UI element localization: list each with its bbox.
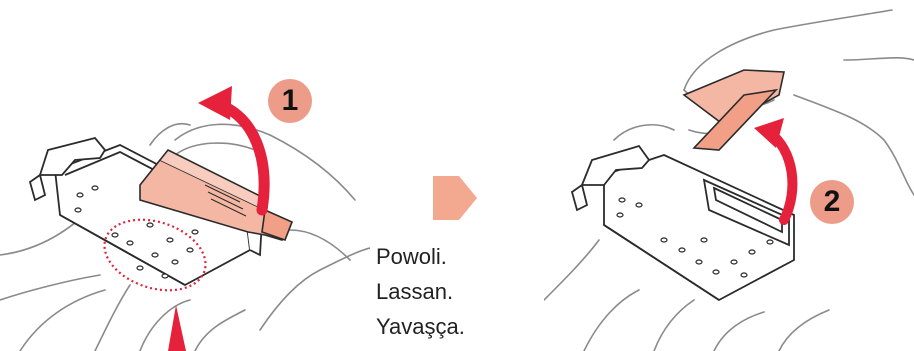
ink-cartridge-open xyxy=(572,146,794,300)
step2-illustration xyxy=(544,0,914,351)
step-1-badge: 1 xyxy=(268,79,312,123)
caption-polish: Powoli. xyxy=(376,242,465,277)
step1-illustration xyxy=(0,0,370,351)
caption-turkish: Yavaşça. xyxy=(376,312,465,347)
step-2-number: 2 xyxy=(824,187,841,217)
step-1-number: 1 xyxy=(282,86,299,116)
caption-hungarian: Lassan. xyxy=(376,277,465,312)
next-step-arrow-icon xyxy=(433,176,477,220)
step-2-badge: 2 xyxy=(810,180,854,224)
pointer-arrow-icon xyxy=(168,305,186,351)
caption-block: Powoli. Lassan. Yavaşça. xyxy=(376,242,465,347)
